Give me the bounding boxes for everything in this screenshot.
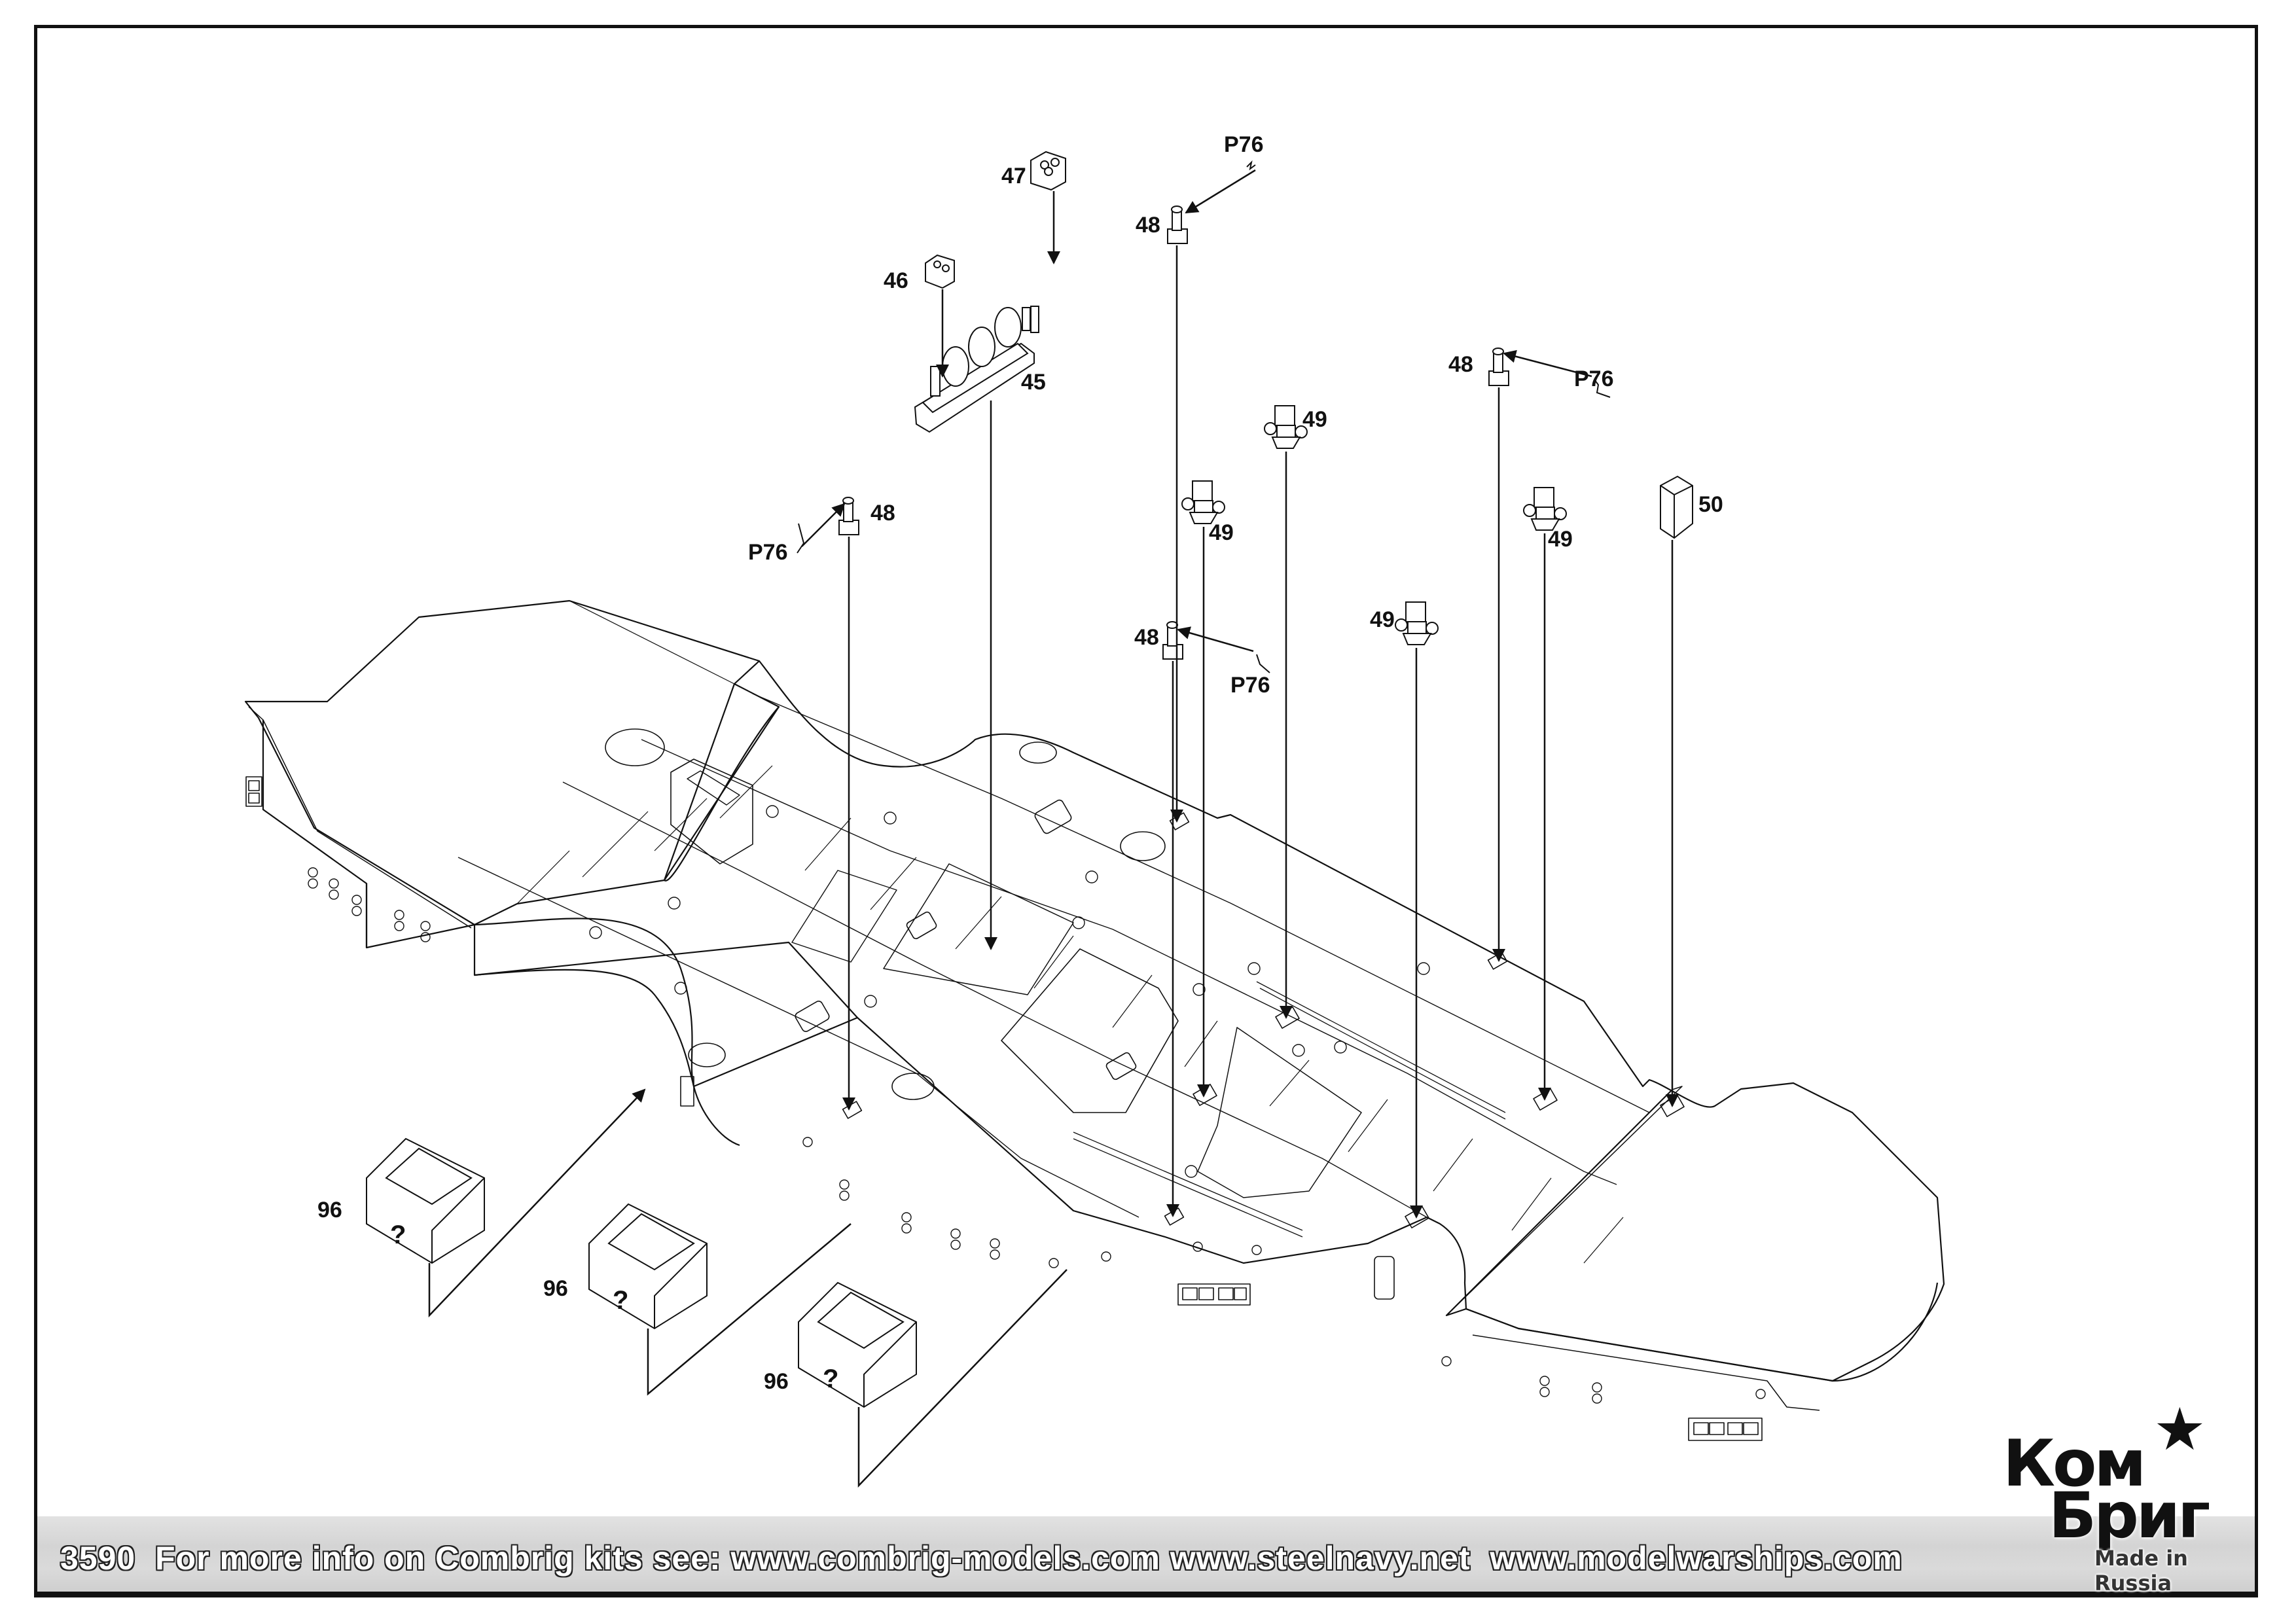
label-p76d: P76 <box>1230 673 1270 698</box>
label-49a: 49 <box>1209 520 1234 545</box>
part-47-cap <box>1030 151 1066 191</box>
label-48b: 48 <box>870 501 895 526</box>
leader-p76d <box>1177 626 1254 652</box>
leader-p76c <box>801 503 846 547</box>
label-49b: 49 <box>1302 407 1327 432</box>
label-48a: 48 <box>1136 213 1160 238</box>
label-p76c: P76 <box>748 540 788 565</box>
label-96a: 96 <box>317 1198 342 1222</box>
label-49d: 49 <box>1548 527 1573 552</box>
part-45-winch-base <box>914 306 1039 433</box>
label-47: 47 <box>1001 164 1026 188</box>
combrig-logo: ★ Ком Бриг Made in Russia <box>1996 1400 2251 1597</box>
hatch-mark-1: ? <box>390 1221 406 1249</box>
page-border <box>34 25 2258 1597</box>
made-in-russia-tagline: Made in Russia <box>2094 1546 2188 1596</box>
leader-lines <box>428 169 1679 1488</box>
part-50-box <box>1660 475 1693 539</box>
footer-band <box>37 1516 2255 1594</box>
label-96c: 96 <box>764 1369 789 1394</box>
label-96b: 96 <box>543 1276 568 1301</box>
leader-96a <box>428 1088 646 1318</box>
label-48d: 48 <box>1448 352 1473 377</box>
label-p76a: P76 <box>1224 132 1264 157</box>
leader-96c <box>857 1269 1067 1488</box>
label-p76b: P76 <box>1574 366 1614 391</box>
hatch-mark-2: ? <box>613 1286 628 1315</box>
leader-p76b <box>1503 349 1592 378</box>
parts-p76-wire <box>797 160 1611 673</box>
bow-platform <box>244 599 780 926</box>
logo-line-1: Ком <box>2003 1427 2147 1501</box>
label-46: 46 <box>884 268 908 293</box>
parts-48-posts <box>838 205 1509 660</box>
label-50: 50 <box>1698 492 1723 517</box>
callout-labels: 45 46 47 48 48 48 48 49 49 49 49 50 96 9… <box>317 132 1723 1394</box>
leader-96b <box>647 1223 852 1396</box>
part-46-cap <box>925 254 955 289</box>
label-48c: 48 <box>1134 625 1159 650</box>
hull-deck <box>244 599 1945 1441</box>
hatch-mark-3: ? <box>823 1364 838 1393</box>
logo-line-2: Бриг <box>2049 1479 2210 1552</box>
leader-p76a <box>1185 169 1256 214</box>
parts-96-hatches: ? ? ? <box>366 1137 917 1408</box>
star-hammer-sickle-icon: ★ <box>2153 1397 2206 1463</box>
footer-info-text: 3590 For more info on Combrig kits see: … <box>60 1540 1903 1577</box>
parts-49-fittings <box>1181 405 1567 645</box>
stern-platform <box>1445 1089 1939 1382</box>
label-49c: 49 <box>1370 607 1395 632</box>
label-45: 45 <box>1021 370 1046 395</box>
